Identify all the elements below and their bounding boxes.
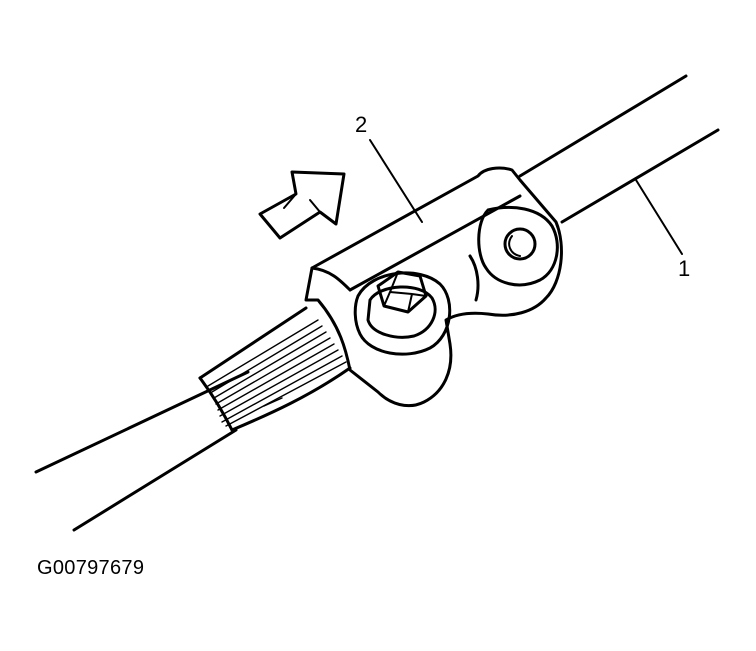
splined-section [198,306,352,432]
pinch-bolt [366,270,437,339]
shaft-lower-edge [72,128,720,532]
ear-hole-inner [508,235,521,257]
callout-number-1: 1 [678,256,691,281]
bolt-washer [366,285,437,339]
clamp-top-face [310,194,522,292]
clamp-body-outline [304,166,563,408]
spline-outline [198,306,352,432]
direction-arrow-icon [258,170,346,240]
clamp-ear-boss [477,205,559,287]
clamp-split-line [468,254,480,302]
callout-number-2: 2 [355,112,368,137]
figure-identifier: G00797679 [37,557,145,579]
bolt-hex-head [376,270,428,314]
spline-band-edge [198,376,234,432]
leader-line-2 [369,139,423,223]
shaft-upper-edge [34,74,688,474]
leader-line-1 [635,179,683,255]
spline-lines [207,319,347,427]
bolt-hex-edges [383,271,427,313]
steering-shaft [34,74,720,532]
clamp-yoke [304,166,563,408]
ear-hole [503,227,537,261]
